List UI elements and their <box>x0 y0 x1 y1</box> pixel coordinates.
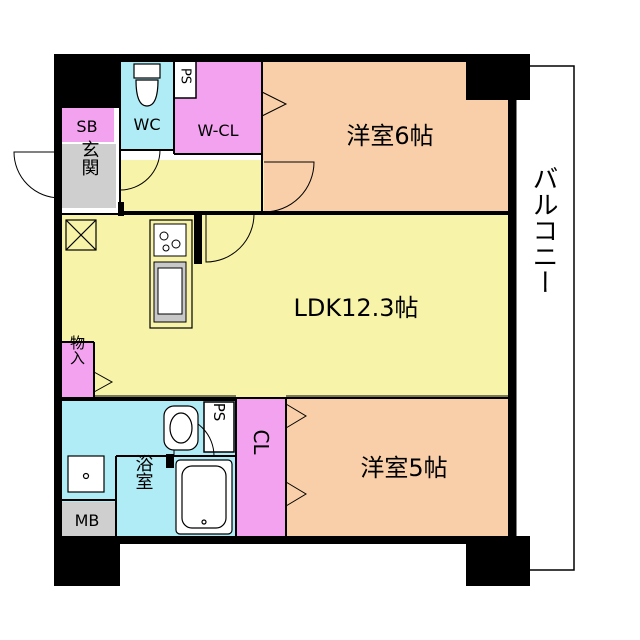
room-hallway[interactable] <box>120 160 264 214</box>
room-ldk[interactable] <box>60 214 512 398</box>
label-wcl: W-CL <box>197 121 238 140</box>
wash-basin-icon <box>163 405 199 451</box>
room-entrance[interactable] <box>62 144 116 208</box>
fridge-space-icon <box>65 219 97 251</box>
label-wc: WC <box>134 115 161 134</box>
room-mb <box>60 502 116 536</box>
room-storage[interactable] <box>60 342 94 398</box>
interior-walls <box>60 60 512 538</box>
label-bath: 浴室 <box>133 454 154 490</box>
label-entrance: 玄関 <box>79 140 100 176</box>
room-western-5[interactable] <box>286 398 512 538</box>
wall-stubs <box>118 202 202 468</box>
balcony-windows <box>511 100 517 538</box>
bathtub-icon <box>175 459 233 535</box>
balcony-label: バルコニー <box>528 165 558 295</box>
label-western-6: 洋室6帖 <box>346 122 433 150</box>
room-sb <box>60 108 114 142</box>
stove-icon <box>153 223 187 257</box>
closet-chevrons <box>93 91 307 507</box>
label-western-5: 洋室5帖 <box>360 454 447 482</box>
label-storage: 物入 <box>68 335 86 365</box>
toilet-icon <box>133 63 161 107</box>
label-ldk: LDK12.3帖 <box>293 294 418 322</box>
label-cl: CL <box>249 429 273 455</box>
room-ps-mid <box>203 401 235 453</box>
balcony-area <box>511 65 575 571</box>
label-mb: MB <box>75 511 100 530</box>
label-sb: SB <box>76 117 97 136</box>
label-ps-top: PS <box>178 68 193 84</box>
label-ps-mid: PS <box>210 403 228 422</box>
washer-space-icon <box>67 455 105 493</box>
room-cl[interactable] <box>236 398 286 538</box>
